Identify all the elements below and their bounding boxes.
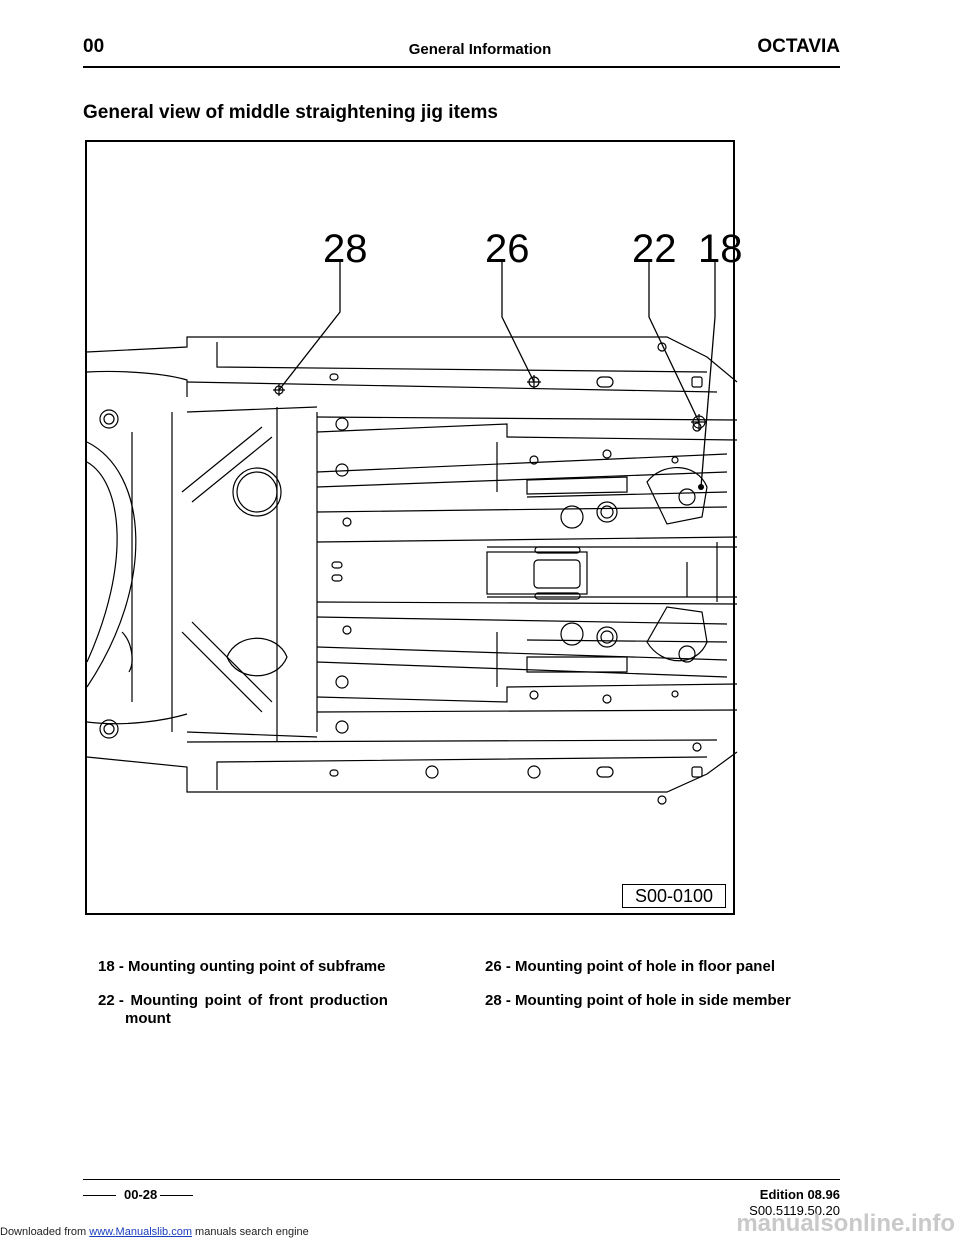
legend-text-continued: mount bbox=[125, 1010, 171, 1027]
footer-rule bbox=[83, 1179, 840, 1180]
manualslib-link[interactable]: www.Manualslib.com bbox=[89, 1226, 192, 1238]
edition: Edition 08.96 bbox=[759, 1187, 840, 1202]
callout-28: 28 bbox=[323, 227, 368, 271]
watermark: manualsonline.info bbox=[736, 1210, 955, 1237]
legend-item-18: 18 - Mounting ounting point of subframe bbox=[98, 958, 385, 976]
header-title: General Information bbox=[408, 41, 552, 58]
underbody-drawing: 28 26 22 18 bbox=[86, 227, 743, 805]
underbody-diagram: 28 26 22 18 S00-0100 bbox=[85, 140, 743, 915]
header-rule bbox=[83, 66, 840, 68]
figure-id: S00-0100 bbox=[622, 884, 726, 908]
callout-18: 18 bbox=[698, 227, 743, 271]
legend-text: Mounting ounting point of subframe bbox=[128, 958, 386, 975]
footer-page-rule-right bbox=[160, 1195, 193, 1196]
legend-word: front bbox=[268, 992, 303, 1009]
legend-word: of bbox=[247, 992, 263, 1009]
legend-text: Mounting point of hole in side member bbox=[515, 992, 791, 1009]
legend-number: 28 - bbox=[485, 992, 511, 1009]
legend-number: 26 - bbox=[485, 958, 511, 975]
legend-text: Mounting point of hole in floor panel bbox=[515, 958, 775, 975]
model-name: OCTAVIA bbox=[757, 36, 840, 57]
download-notice-prefix: Downloaded from bbox=[0, 1226, 90, 1238]
legend-item-22: 22 - Mounting point of front production … bbox=[98, 992, 388, 1028]
legend-number: 18 - bbox=[98, 958, 124, 975]
legend-item-28: 28 - Mounting point of hole in side memb… bbox=[485, 992, 791, 1010]
document-code: S00.5119.50.20 bbox=[749, 1203, 840, 1218]
download-notice-suffix: manuals search engine bbox=[191, 1226, 309, 1238]
legend-item-26: 26 - Mounting point of hole in floor pan… bbox=[485, 958, 775, 976]
legend-word: production bbox=[309, 992, 388, 1009]
legend-word: point bbox=[204, 992, 242, 1009]
callout-26: 26 bbox=[485, 227, 530, 271]
download-notice: Downloaded from www.Manualslib.com manua… bbox=[0, 1226, 309, 1238]
callout-22: 22 bbox=[632, 227, 677, 271]
page-number: 00-28 bbox=[124, 1187, 158, 1202]
section-number: 00 bbox=[83, 36, 105, 57]
legend-word: Mounting bbox=[130, 992, 198, 1009]
page-title: General view of middle straightening jig… bbox=[83, 102, 498, 123]
legend-number: 22 - bbox=[98, 992, 124, 1009]
footer-page-rule-left bbox=[83, 1195, 116, 1196]
